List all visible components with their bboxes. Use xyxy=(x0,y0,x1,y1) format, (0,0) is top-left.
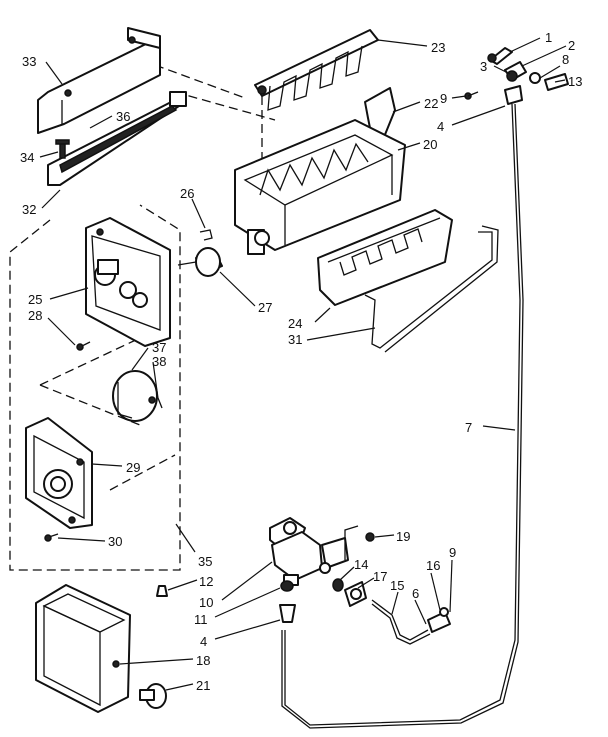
callout-15: 15 xyxy=(390,578,404,593)
water-tube-part xyxy=(281,103,524,729)
cover-plate-part xyxy=(25,417,93,529)
callout-2: 2 xyxy=(568,38,575,53)
callout-25: 25 xyxy=(28,292,42,307)
callout-3: 3 xyxy=(480,59,487,74)
callout-35: 35 xyxy=(198,554,212,569)
compression-nut-part xyxy=(279,604,296,623)
callout-37: 37 xyxy=(152,340,166,355)
callout-38: 38 xyxy=(152,354,166,369)
knob-part xyxy=(139,683,167,709)
callout-21: 21 xyxy=(196,678,210,693)
hose-clamp-part xyxy=(427,607,451,633)
callout-10: 10 xyxy=(199,595,213,610)
callout-9: 9 xyxy=(449,545,456,560)
callout-8: 8 xyxy=(562,52,569,67)
wire-nut-part xyxy=(156,585,168,597)
valve-bracket-part xyxy=(344,525,375,560)
screw-part xyxy=(55,139,70,159)
callout-11: 11 xyxy=(194,612,208,627)
callout-28: 28 xyxy=(28,308,42,323)
outlet-tube-part xyxy=(371,599,431,645)
leader-lines xyxy=(39,37,567,691)
callout-22: 22 xyxy=(424,96,438,111)
callout-23: 23 xyxy=(431,40,445,55)
drive-motor-part xyxy=(177,247,223,277)
callout-34: 34 xyxy=(20,150,34,165)
heater-strip-part xyxy=(47,91,187,186)
callout-14: 14 xyxy=(354,557,368,572)
callout-26: 26 xyxy=(180,186,194,201)
callout-36: 36 xyxy=(116,109,130,124)
callout-19: 19 xyxy=(396,529,410,544)
callout-30: 30 xyxy=(108,534,122,549)
callout-27: 27 xyxy=(258,300,272,315)
callout-4: 4 xyxy=(437,119,444,134)
callout-32: 32 xyxy=(22,202,36,217)
callout-labels: 1 2 3 4 4 6 7 8 9 9 10 11 12 13 14 15 16… xyxy=(20,30,582,693)
callout-18: 18 xyxy=(196,653,210,668)
callout-6: 6 xyxy=(412,586,419,601)
callout-24: 24 xyxy=(288,316,302,331)
water-valve-part xyxy=(269,517,349,586)
control-housing-part xyxy=(85,217,171,347)
callout-20: 20 xyxy=(423,137,437,152)
callout-1: 1 xyxy=(545,30,552,45)
motor-part xyxy=(112,370,158,422)
washer-part xyxy=(280,580,294,592)
callout-16: 16 xyxy=(426,558,440,573)
clip-part xyxy=(199,229,213,241)
callout-31: 31 xyxy=(288,332,302,347)
callout-12: 12 xyxy=(199,574,213,589)
callout-17: 17 xyxy=(373,569,387,584)
callout-29: 29 xyxy=(126,460,140,475)
screws xyxy=(44,341,163,542)
fill-cup-part xyxy=(317,209,453,306)
shutoff-arm-part xyxy=(364,225,499,353)
callout-9: 9 xyxy=(440,91,447,106)
inlet-fittings xyxy=(464,47,569,105)
callout-7: 7 xyxy=(465,420,472,435)
mounting-bracket-part xyxy=(37,27,161,134)
fitting-part xyxy=(332,578,367,607)
ice-bin-part xyxy=(35,584,131,713)
ice-mold-part xyxy=(234,119,406,255)
callout-33: 33 xyxy=(22,54,36,69)
callout-4: 4 xyxy=(200,634,207,649)
callout-13: 13 xyxy=(568,74,582,89)
